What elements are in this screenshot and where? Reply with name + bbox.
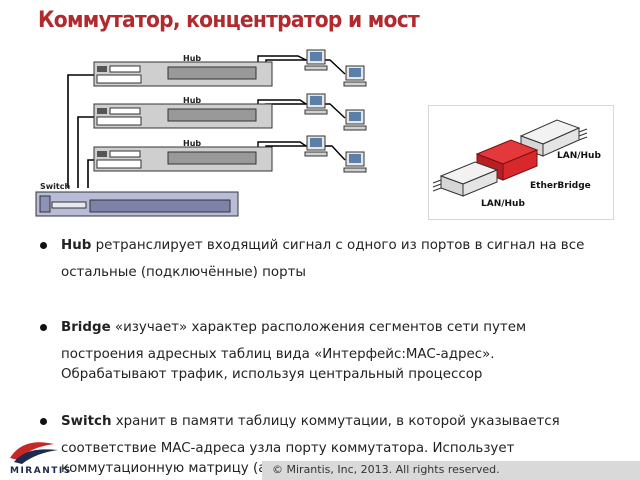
etherbridge-drawing: LAN/Hub EtherBridge LAN/Hub <box>432 119 601 209</box>
bullet-bridge-line1: «изучает» характер расположения сегменто… <box>110 320 527 335</box>
bullet-hub-line2: остальные (подключённые) порты <box>61 265 306 280</box>
pc-6 <box>343 151 367 173</box>
slide-title: Коммутатор, концентратор и мост <box>38 8 420 33</box>
switch-hub-cables <box>67 74 94 188</box>
copyright-text: © Mirantis, Inc, 2013. All rights reserv… <box>272 463 500 476</box>
footer: © Mirantis, Inc, 2013. All rights reserv… <box>0 456 640 480</box>
pc-1 <box>304 49 328 71</box>
bullet-bridge: Bridge «изучает» характер расположения с… <box>40 314 630 384</box>
mirantis-logo-icon <box>10 442 58 464</box>
hub-label-1: Hub <box>183 54 201 63</box>
bullet-keyword-hub: Hub <box>61 238 92 253</box>
footer-bar <box>262 461 640 480</box>
bullet-keyword-bridge: Bridge <box>61 320 111 335</box>
hub-device-3: Hub <box>93 139 273 172</box>
pc-4 <box>343 109 367 131</box>
lan-hub-label-bottom: LAN/Hub <box>481 199 525 209</box>
pc-5 <box>304 135 328 157</box>
bullet-hub-line1: ретранслирует входящий сигнал с одного и… <box>91 238 585 253</box>
bullet-switch-line2: соответствие MAC-адреса узла порту комму… <box>61 441 515 456</box>
hub-label-2: Hub <box>183 96 201 105</box>
network-diagram: Hub Hub Hub Switch <box>35 49 367 217</box>
bullet-bridge-line2: построения адресных таблиц вида «Интерфе… <box>61 347 495 362</box>
bullet-keyword-switch: Switch <box>61 414 112 429</box>
bullet-hub: Hub ретранслирует входящий сигнал с одно… <box>40 232 630 286</box>
pc-3 <box>304 93 328 115</box>
lan-hub-label-top: LAN/Hub <box>557 151 601 161</box>
switch-label: Switch <box>40 182 70 191</box>
pc-2 <box>343 65 367 87</box>
bullet-list: Hub ретранслирует входящий сигнал с одно… <box>40 232 630 478</box>
mirantis-logo-text: MIRANTIS <box>10 466 72 476</box>
hub-label-3: Hub <box>183 139 201 148</box>
etherbridge-label: EtherBridge <box>530 181 591 191</box>
bullet-bridge-line3: Обрабатывают трафик, используя центральн… <box>61 367 483 382</box>
bullet-switch-line1: хранит в памяти таблицу коммутации, в ко… <box>111 414 560 429</box>
etherbridge-illustration: LAN/Hub EtherBridge LAN/Hub <box>428 105 614 220</box>
hub-device-1: Hub <box>93 54 273 87</box>
switch-device: Switch <box>35 182 239 217</box>
lan-hub-device-bottom <box>432 161 499 197</box>
hub-device-2: Hub <box>93 96 273 129</box>
